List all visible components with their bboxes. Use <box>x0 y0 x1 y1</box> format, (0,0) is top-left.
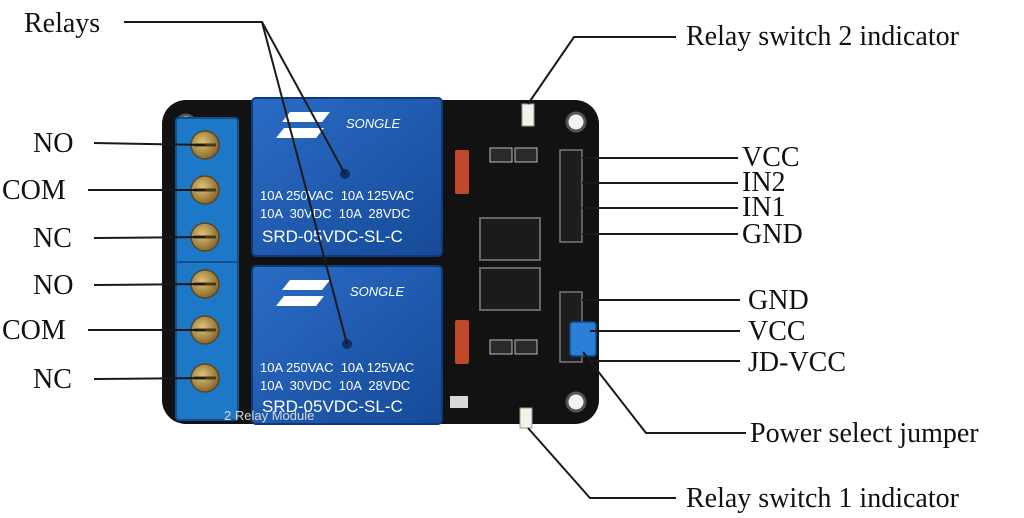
label-pin-jd-vcc: JD-VCC <box>748 347 846 378</box>
relay-2-rating-line2: 10A 30VDC 10A 28VDC <box>260 206 410 221</box>
optocoupler-1 <box>479 267 541 311</box>
smd-components <box>450 147 538 408</box>
songle-logo-icon <box>276 112 330 138</box>
relay-2-brand: SONGLE <box>346 116 401 131</box>
songle-logo-icon <box>276 280 330 306</box>
label-pin-in1: IN1 <box>742 192 786 223</box>
mounting-hole <box>565 111 587 133</box>
leader-lines <box>88 21 746 499</box>
optocoupler-2 <box>479 217 541 261</box>
label-pin-gnd: GND <box>742 219 803 250</box>
label-relays: Relays <box>24 8 100 39</box>
label-pin-vcc: VCC <box>748 316 806 347</box>
label-pin-gnd: GND <box>748 285 809 316</box>
input-pin-header <box>559 149 583 243</box>
label-terminal-nc: NC <box>33 364 72 395</box>
label-relay-switch-2-indicator: Relay switch 2 indicator <box>686 21 960 52</box>
label-relay-switch-1-indicator: Relay switch 1 indicator <box>686 483 960 514</box>
relay-1-brand: SONGLE <box>350 284 405 299</box>
label-terminal-com: COM <box>2 315 66 346</box>
relay-switch-1-led <box>519 407 533 429</box>
relay-switch-2-led <box>521 103 535 127</box>
label-pin-in2: IN2 <box>742 167 786 198</box>
label-terminal-com: COM <box>2 175 66 206</box>
label-terminal-nc: NC <box>33 223 72 254</box>
label-terminal-no: NO <box>33 128 73 159</box>
label-pin-vcc: VCC <box>742 142 800 173</box>
board-silk-text: 2 Relay Module <box>224 408 314 423</box>
label-terminal-no: NO <box>33 270 73 301</box>
relay-1-rating-line2: 10A 30VDC 10A 28VDC <box>260 378 410 393</box>
relay-2-rating-line1: 10A 250VAC 10A 125VAC <box>260 188 414 203</box>
power-select-jumper <box>569 321 597 357</box>
relay-1-rating-line1: 10A 250VAC 10A 125VAC <box>260 360 414 375</box>
mounting-hole <box>565 391 587 413</box>
label-power-select-jumper: Power select jumper <box>750 418 979 449</box>
relay-2-model: SRD-05VDC-SL-C <box>262 227 403 246</box>
relay-1-model: SRD-05VDC-SL-C <box>262 397 403 416</box>
